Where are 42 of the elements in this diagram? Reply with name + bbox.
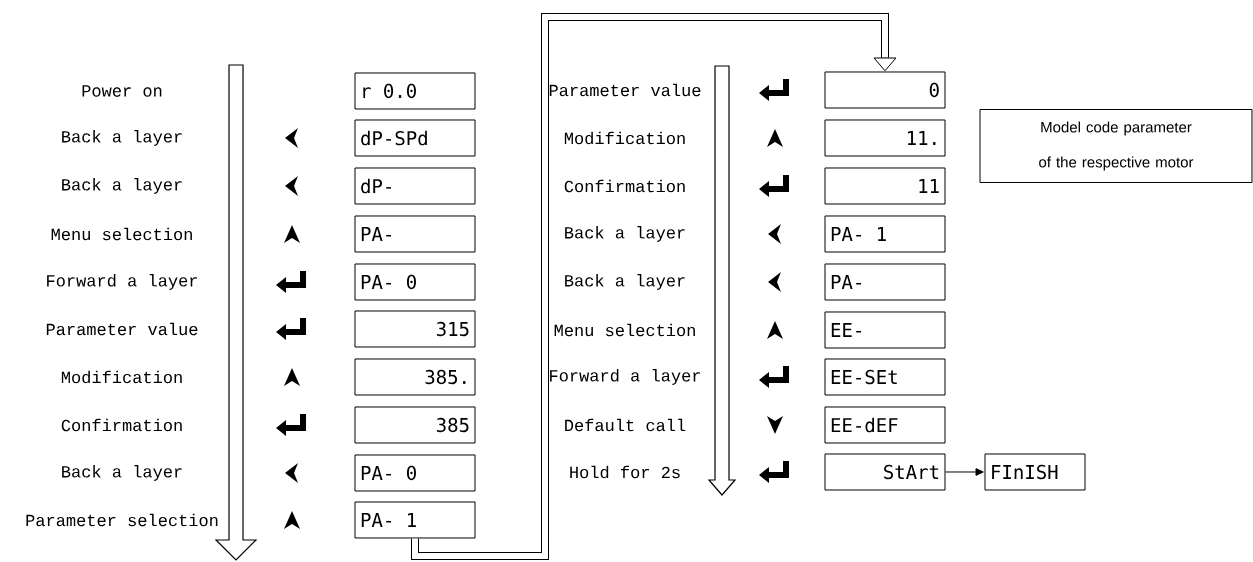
step-label: Parameter selection	[26, 513, 218, 527]
step-label: Back a layer	[565, 226, 685, 242]
step-label: Power on	[82, 85, 162, 97]
step-label: Back a layer	[62, 130, 182, 146]
display-box: FInISH	[984, 453, 1086, 491]
display-box: PA- 1	[354, 501, 476, 539]
display-box: 11.	[824, 119, 946, 157]
display-box: EE-	[824, 311, 946, 349]
display-box: StArt	[824, 453, 946, 491]
display-box: PA-	[354, 215, 476, 253]
display-box: PA- 0	[354, 263, 476, 301]
step-label: Modification	[564, 131, 685, 145]
display-box: 315	[354, 310, 476, 348]
display-box: 11	[824, 167, 946, 205]
display-box: EE-SEt	[824, 358, 946, 396]
step-label: Back a layer	[565, 274, 685, 290]
display-box: dP-SPd	[354, 119, 476, 157]
display-box: 0	[824, 71, 946, 109]
step-label: Default call	[565, 418, 686, 432]
display-box: PA- 1	[824, 215, 946, 253]
step-label: Confirmation	[564, 179, 685, 193]
display-box: 385.	[354, 358, 476, 396]
arrow	[945, 468, 984, 476]
step-label: Forward a layer	[47, 274, 197, 290]
step-label: Parameter value	[46, 322, 198, 336]
step-label: Confirmation	[61, 418, 182, 432]
display-box: dP-	[354, 167, 476, 205]
step-label: Parameter value	[549, 83, 701, 97]
step-label: Menu selection	[554, 323, 695, 337]
display-box: r 0.0	[354, 72, 476, 110]
display-box: 385	[354, 406, 476, 444]
step-label: Forward a layer	[550, 369, 700, 385]
note-box: Model code parameter of the respective motor	[979, 109, 1253, 183]
step-label: Back a layer	[62, 178, 182, 194]
step-label: Hold for 2s	[570, 465, 680, 479]
display-box: PA- 0	[354, 454, 476, 492]
step-label: Menu selection	[51, 227, 192, 241]
step-label: Back a layer	[62, 465, 182, 481]
step-label: Modification	[61, 370, 182, 384]
display-box: EE-dEF	[824, 406, 946, 444]
arrow	[411, 13, 897, 560]
display-box: PA-	[824, 263, 946, 301]
